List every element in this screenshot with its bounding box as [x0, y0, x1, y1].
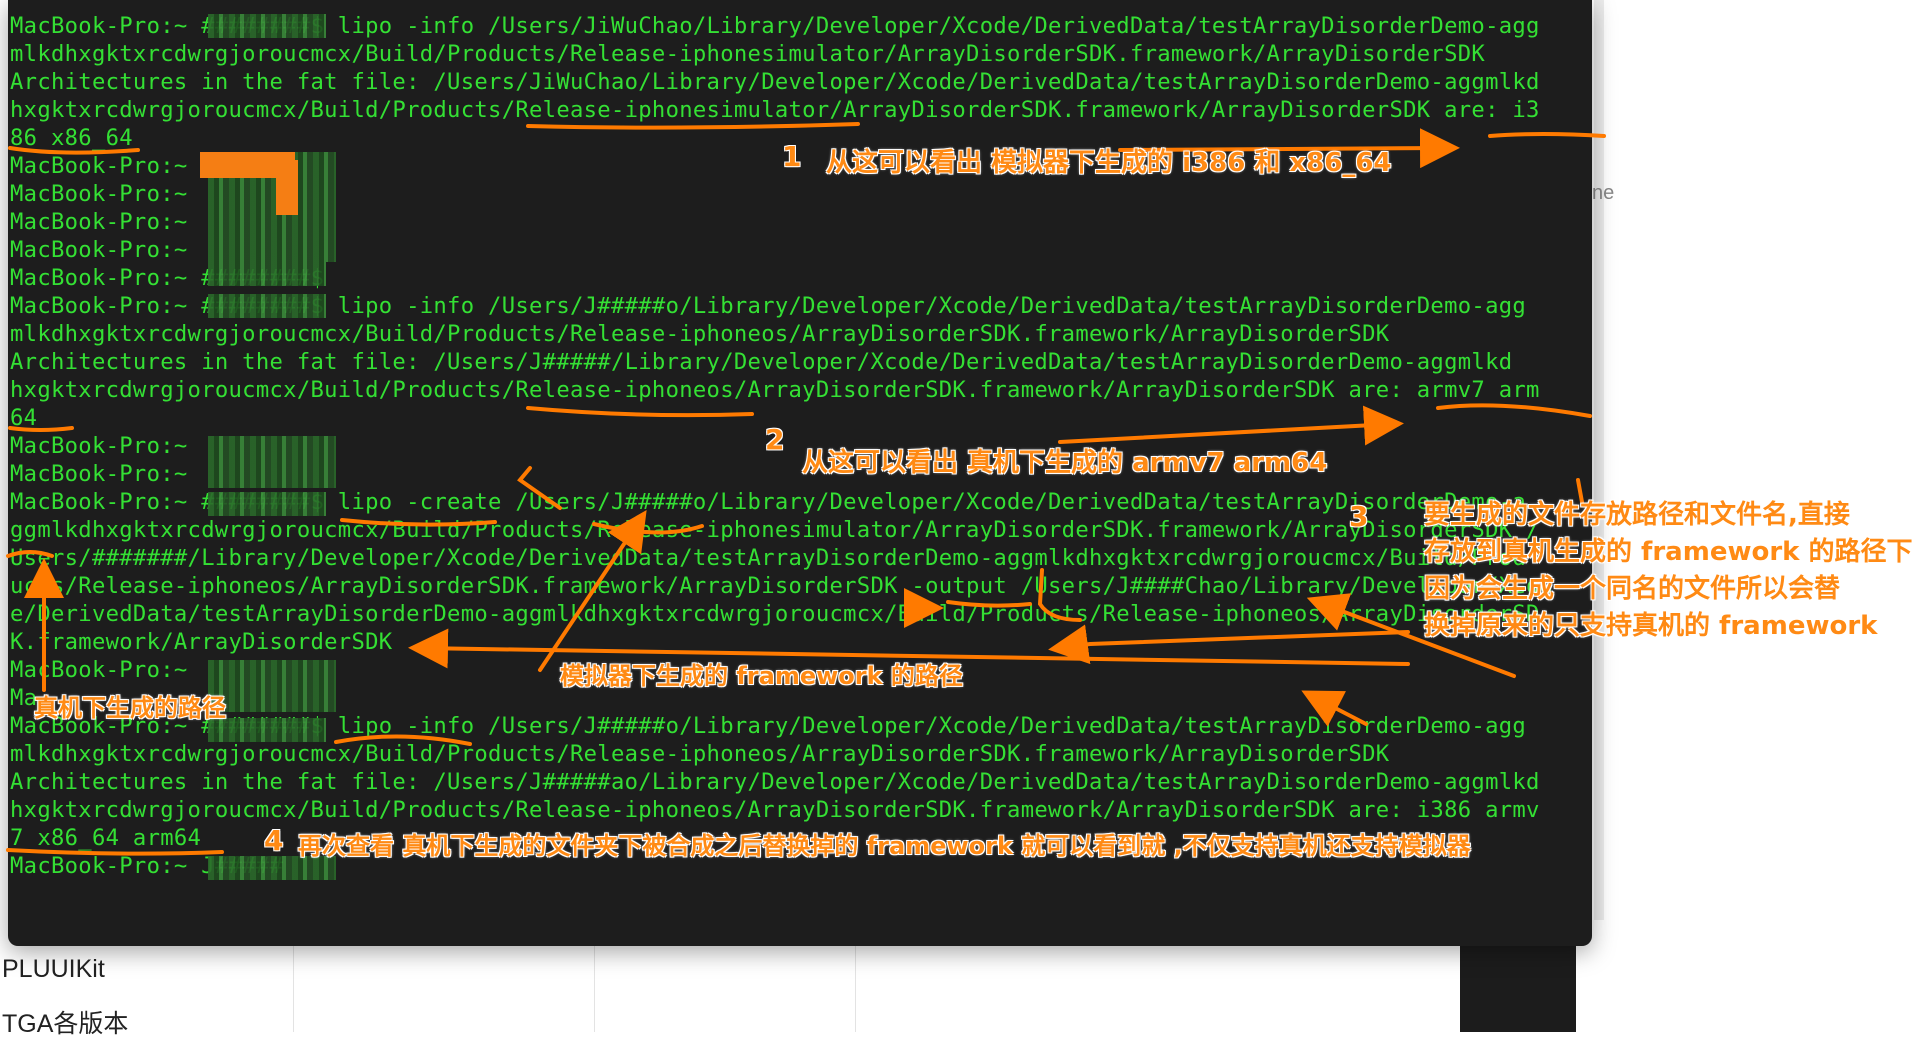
background-cut-text: ne: [1592, 182, 1615, 204]
background-sidebar-item[interactable]: PLUUIKit: [2, 955, 105, 983]
step-3-number: 3: [1349, 500, 1369, 533]
terminal-line[interactable]: Architectures in the fat file: /Users/Ji…: [10, 69, 1540, 95]
terminal-line[interactable]: 7 x86_64 arm64: [10, 825, 202, 851]
terminal-line[interactable]: hxgktxrcdwrgjoroucmcx/Build/Products/Rel…: [10, 97, 1540, 123]
terminal-line[interactable]: ggmlkdhxgktxrcdwrgjoroucmcx/Build/Produc…: [10, 517, 1540, 543]
redacted-username: [208, 856, 336, 880]
step-4-annotation: 再次查看 真机下生成的文件夹下被合成之后替换掉的 framework 就可以看到…: [298, 832, 1471, 860]
terminal-line[interactable]: K.framework/ArrayDisorderSDK: [10, 629, 393, 655]
redacted-username: [208, 718, 326, 742]
redacted-username: [208, 492, 326, 516]
terminal-line[interactable]: MacBook-Pro:~: [10, 433, 188, 459]
step-4-number: 4: [264, 824, 284, 857]
terminal-line[interactable]: MacBook-Pro:~: [10, 237, 188, 263]
terminal-line[interactable]: MacBook-Pro:~: [10, 657, 188, 683]
terminal-line[interactable]: e/DerivedData/testArrayDisorderDemo-aggm…: [10, 601, 1540, 627]
step-3-annotation: 要生成的文件存放路径和文件名,直接 存放到真机生成的 framework 的路径…: [1424, 497, 1913, 645]
terminal-line[interactable]: ucts/Release-iphoneos/ArrayDisorderSDK.f…: [10, 573, 1554, 599]
step-2-annotation: 从这可以看出 真机下生成的 armv7 arm64: [802, 448, 1328, 478]
terminal-line[interactable]: mlkdhxgktxrcdwrgjoroucmcx/Build/Products…: [10, 321, 1390, 347]
step-3-line: 换掉原来的只支持真机的 framework: [1424, 611, 1878, 641]
terminal-line[interactable]: Architectures in the fat file: /Users/J#…: [10, 769, 1540, 795]
background-column-divider: [293, 940, 294, 1032]
terminal-line[interactable]: MacBook-Pro:~: [10, 153, 188, 179]
terminal-line[interactable]: MacBook-Pro:~: [10, 209, 188, 235]
step-1-annotation: 从这可以看出 模拟器下生成的 i386 和 x86_64: [826, 148, 1392, 178]
terminal-line[interactable]: hxgktxrcdwrgjoroucmcx/Build/Products/Rel…: [10, 797, 1540, 823]
terminal-line[interactable]: mlkdhxgktxrcdwrgjoroucmcx/Build/Products…: [10, 41, 1486, 67]
background-sidebar-item[interactable]: TGA各版本: [2, 1010, 129, 1038]
terminal-line[interactable]: Users/#######/Library/Developer/Xcode/De…: [10, 545, 1527, 571]
redacted-username: [208, 14, 326, 38]
redacted-username: [208, 436, 336, 488]
terminal-window[interactable]: MacBook-Pro:~ ########$ lipo -info /User…: [8, 0, 1592, 946]
terminal-line[interactable]: mlkdhxgktxrcdwrgjoroucmcx/Build/Products…: [10, 741, 1390, 767]
step-3-line: 要生成的文件存放路径和文件名,直接: [1424, 500, 1850, 530]
step-3-line: 存放到真机生成的 framework 的路径下: [1424, 537, 1913, 567]
background-column-divider: [594, 940, 595, 1032]
redacted-username: [208, 262, 326, 286]
terminal-line[interactable]: MacBook-Pro:~: [10, 181, 188, 207]
terminal-line[interactable]: Architectures in the fat file: /Users/J#…: [10, 349, 1513, 375]
step-1-number: 1: [782, 140, 802, 173]
terminal-line[interactable]: hxgktxrcdwrgjoroucmcx/Build/Products/Rel…: [10, 377, 1540, 403]
background-scrollbar: [1594, 0, 1604, 920]
device-path-annotation: 真机下生成的路径: [34, 694, 226, 722]
simulator-path-annotation: 模拟器下生成的 framework 的路径: [560, 662, 963, 690]
background-column-divider: [855, 940, 856, 1032]
redacted-username: [208, 660, 336, 712]
redacted-username: [208, 294, 326, 318]
terminal-line[interactable]: MacBook-Pro:~: [10, 461, 188, 487]
terminal-line[interactable]: Ma: [10, 685, 38, 711]
step-2-number: 2: [765, 423, 785, 456]
step-3-line: 因为会生成一个同名的文件所以会替: [1424, 574, 1841, 604]
annotation-highlight-block: [276, 160, 298, 215]
